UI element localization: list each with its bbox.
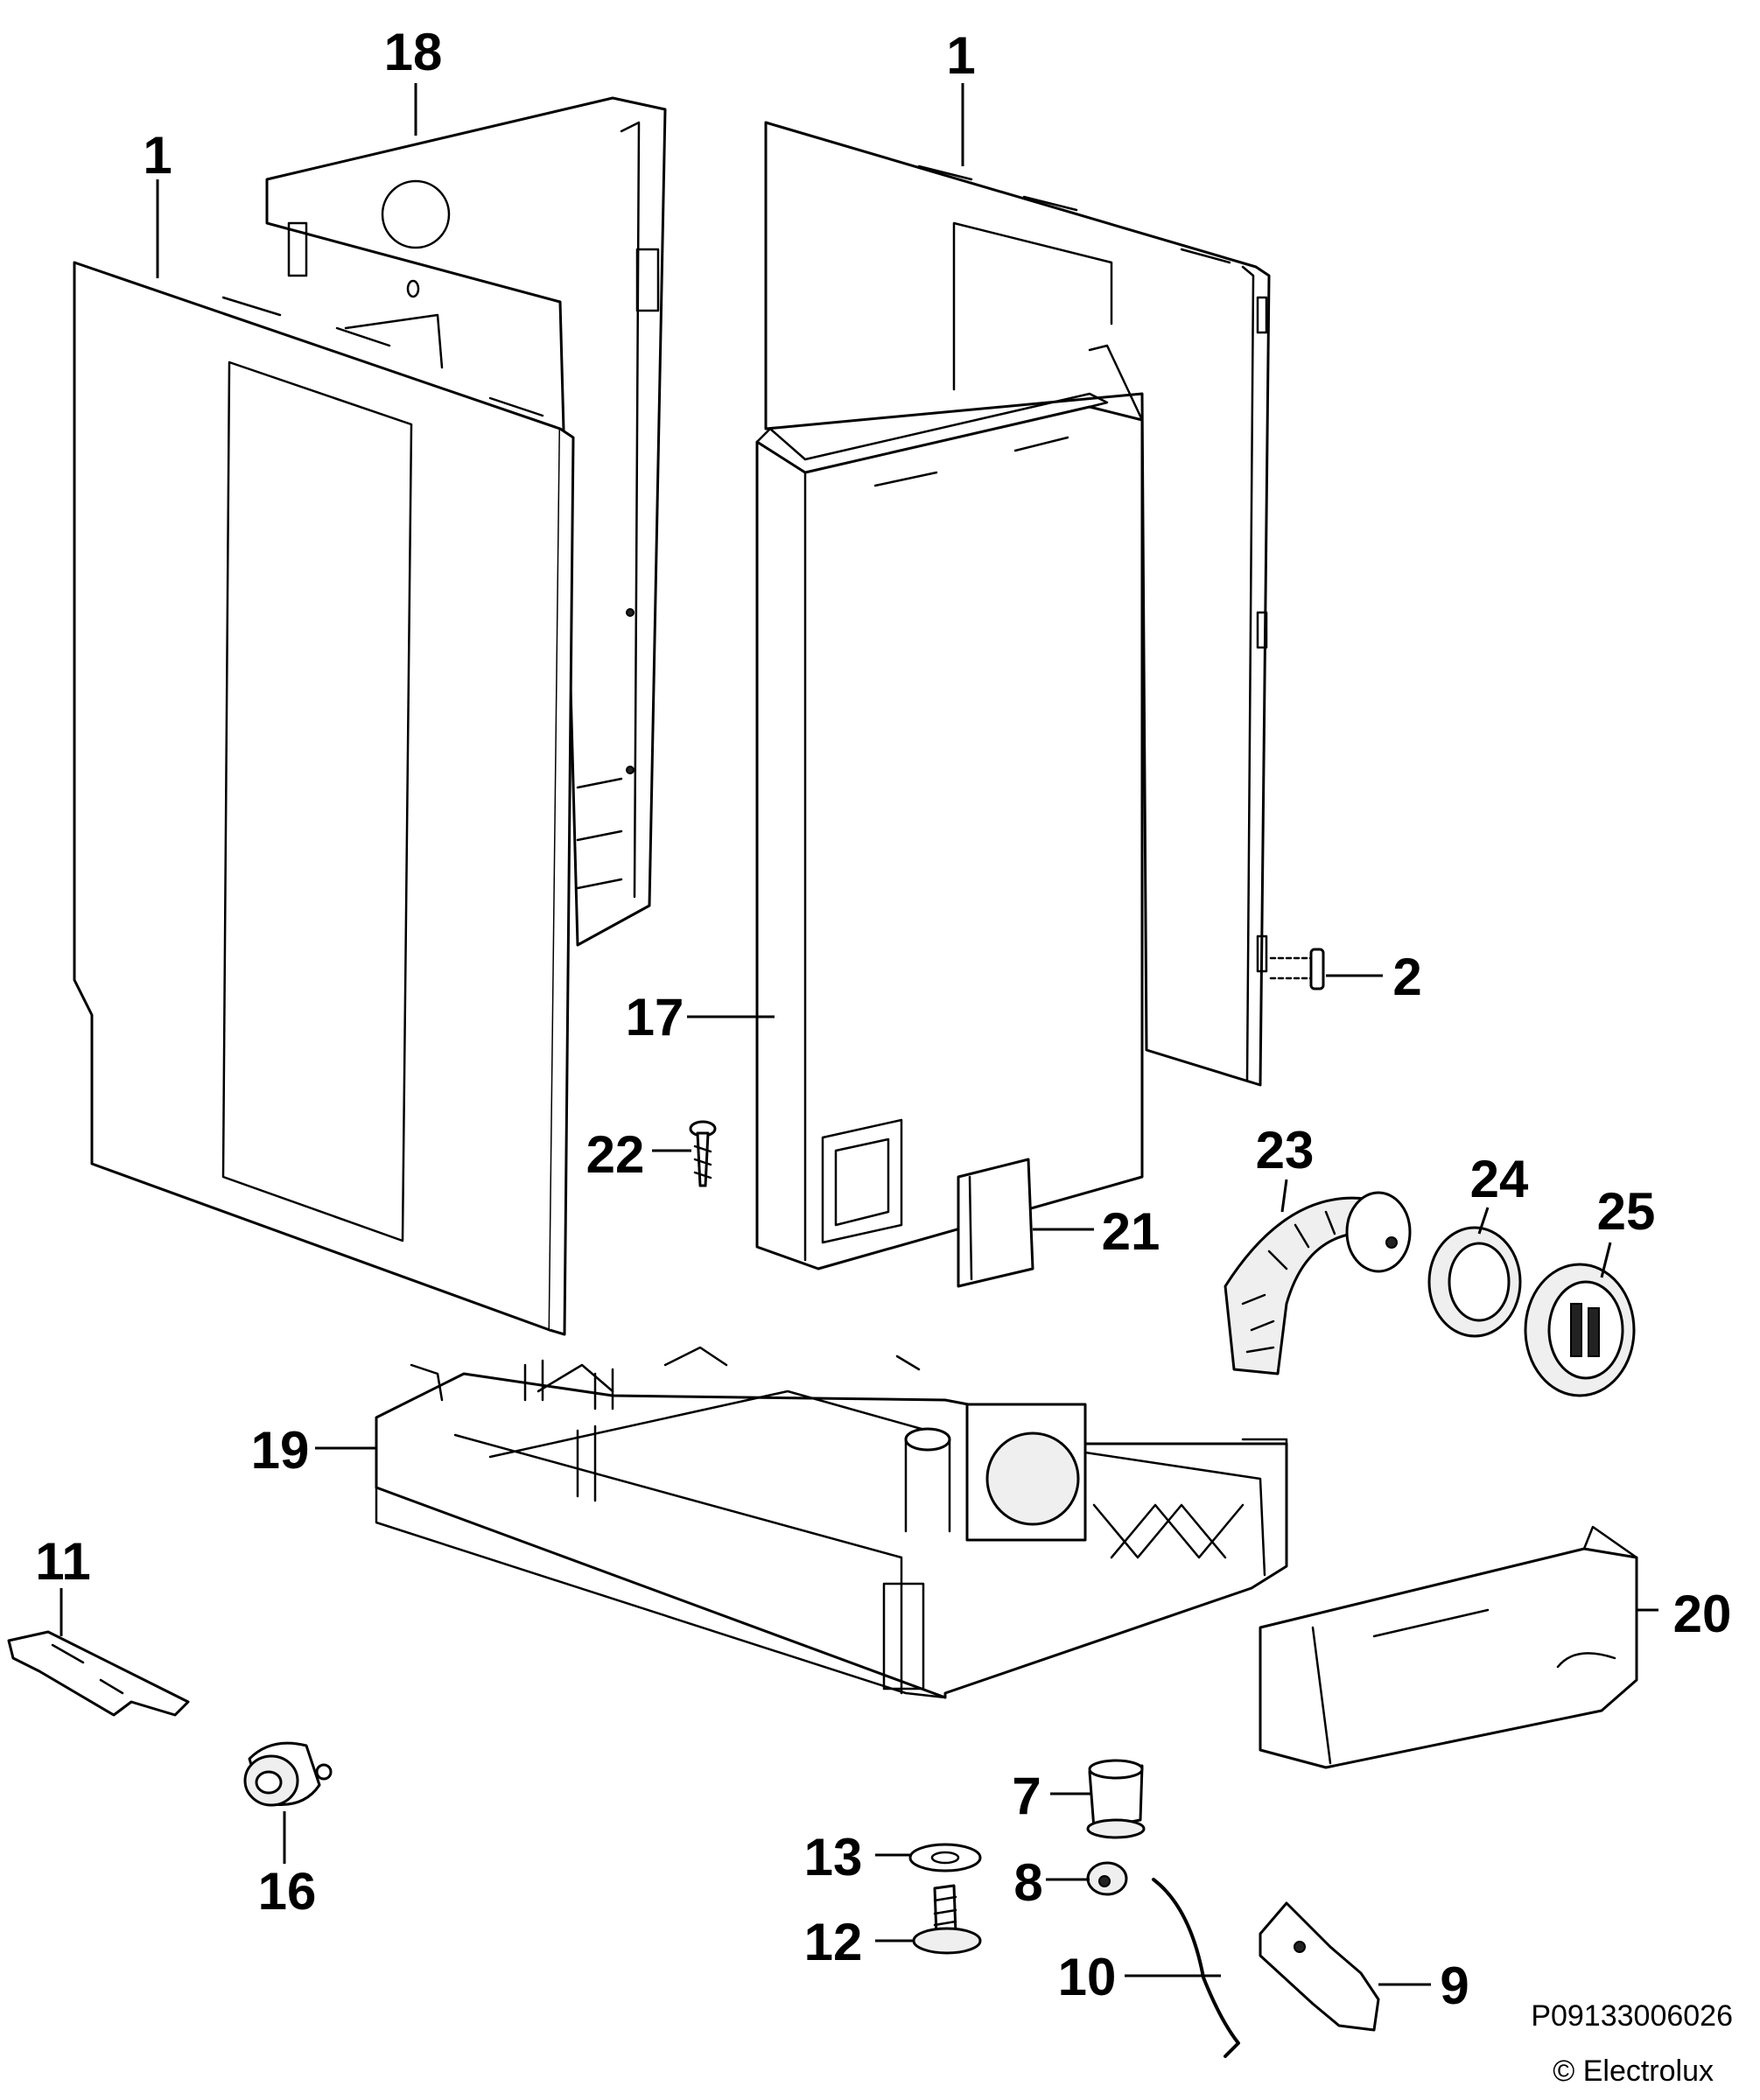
- part-2-clip: [1269, 948, 1325, 990]
- callout-24: 24: [1470, 1150, 1529, 1208]
- callout-19: 19: [251, 1421, 310, 1480]
- callout-7: 7: [1012, 1767, 1041, 1825]
- callout-12: 12: [804, 1913, 863, 1971]
- part-12-adjustable-foot: [912, 1884, 982, 1955]
- callout-13: 13: [804, 1828, 863, 1886]
- part-10-wire-rod: [1152, 1878, 1240, 2058]
- callout-20: 20: [1673, 1585, 1732, 1643]
- part-25-grille-cap: [1524, 1263, 1636, 1397]
- callout-11: 11: [35, 1532, 90, 1591]
- part-20-kick-plate: [1259, 1525, 1638, 1769]
- part-23-filter-hose: [1224, 1191, 1412, 1376]
- part-21-small-cover: [957, 1158, 1034, 1288]
- callout-1-right: 1: [946, 26, 975, 85]
- callout-10: 10: [1058, 1948, 1117, 2006]
- callout-1-left: 1: [143, 126, 172, 185]
- part-9-lever: [1259, 1901, 1380, 2032]
- callout-labels: 18 1 1 2 17 22 23 24 25 21 19 11 20 16 7…: [35, 23, 1731, 2015]
- part-1-left-side-panel: [73, 261, 575, 1336]
- part-22-screw: [689, 1120, 717, 1187]
- part-11-bracket: [7, 1630, 190, 1717]
- callout-8: 8: [1013, 1853, 1042, 1912]
- leader-lines: [60, 83, 1658, 1986]
- callout-9: 9: [1440, 1956, 1469, 2015]
- part-7-cylinder: [1086, 1759, 1146, 1839]
- part-16-foot: [243, 1741, 333, 1807]
- part-8-knob: [1086, 1861, 1128, 1896]
- copyright: © Electrolux: [1553, 2054, 1714, 2088]
- part-24-ring-seal: [1427, 1226, 1522, 1338]
- callout-2: 2: [1392, 948, 1421, 1006]
- part-18-rear-panel: [265, 96, 667, 947]
- part-13-star-washer: [908, 1843, 982, 1872]
- callout-22: 22: [586, 1125, 645, 1184]
- callout-16: 16: [258, 1862, 317, 1921]
- part-17-duct-cover: [755, 344, 1144, 1270]
- part-19-base-frame: [375, 1346, 1288, 1699]
- callout-18: 18: [384, 23, 443, 81]
- callout-21: 21: [1102, 1202, 1160, 1261]
- callout-23: 23: [1256, 1121, 1315, 1180]
- callout-17: 17: [626, 988, 684, 1046]
- callout-25: 25: [1597, 1182, 1656, 1241]
- drawing-code: P09133006026: [1531, 1999, 1733, 2033]
- part-1-right-side-panel: [764, 121, 1271, 1087]
